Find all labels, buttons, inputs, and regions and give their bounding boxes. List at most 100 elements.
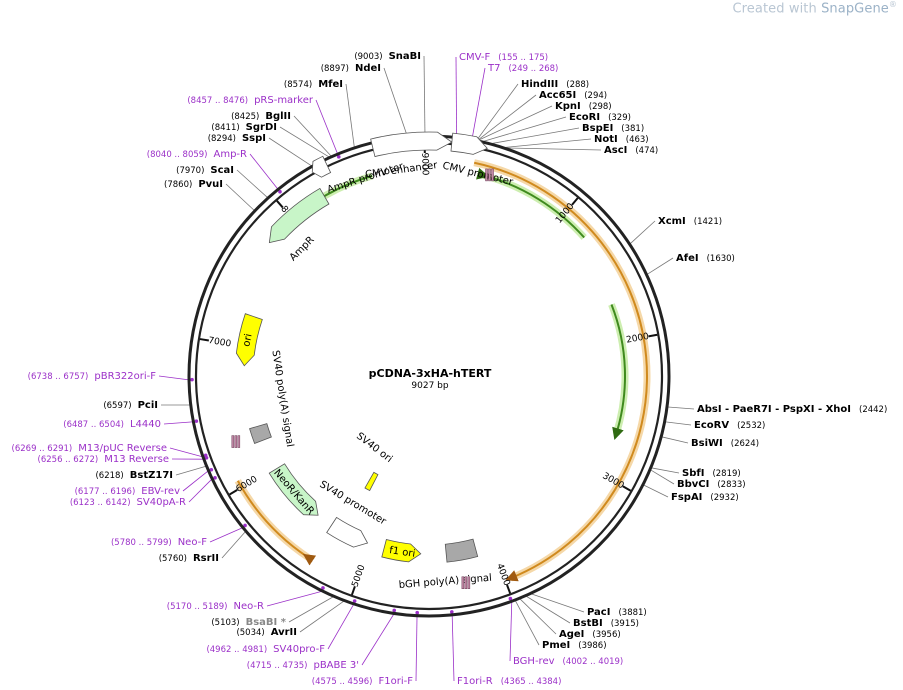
tick-label: 4000 [494,562,511,587]
site-position: (1421) [694,217,722,227]
site-name: BbvCI [677,479,709,490]
site-position: (2819) [712,469,740,479]
site-name: AbsI - PaeR7I - PspXI - XhoI [697,404,851,415]
primer-leader [188,479,212,503]
tag-glyph [461,576,465,589]
site-name: MfeI [318,79,343,90]
site-name: PvuI [198,179,223,190]
feature-arc [236,480,317,566]
primer-name: M13/pUC Reverse [78,443,167,454]
site-leader [383,67,408,137]
site-leader [643,484,669,498]
site-position: (1630) [707,254,735,264]
tick-mark [350,586,356,596]
feature-block [370,131,453,158]
site-leader [478,105,553,141]
feature-block [364,471,379,492]
tag-glyph [464,576,468,589]
site-leader [288,596,334,623]
primer-leader [361,614,394,666]
primer-leader [209,527,243,543]
site-name: NdeI [355,63,381,74]
primer-leader [169,447,203,458]
primer-range: (6177 .. 6196) [75,487,136,497]
primer-leader [415,616,418,682]
feature-label: SV40 ori [354,431,394,465]
primer-mark [194,419,199,423]
site-name: BspEI [582,123,613,134]
feature-block [381,539,422,563]
feature-arc [476,167,585,239]
site-leader [662,436,689,444]
primer-range: (8457 .. 8476) [187,96,248,106]
site-position: (8425) [231,112,259,122]
primer-leader [249,153,278,189]
primer-range: (4002 .. 4019) [563,657,624,667]
site-position: (294) [584,91,607,101]
site-leader [647,257,674,275]
site-leader [531,593,585,613]
primer-range: (6123 .. 6142) [70,498,131,508]
site-name: EcoRV [694,420,729,431]
site-position: (8411) [211,123,239,133]
site-position: (5760) [159,554,187,564]
site-name: AfeI [676,253,699,264]
feature-block [235,313,263,367]
primer-mark [336,155,341,159]
primer-range: (6738 .. 6757) [28,372,89,382]
label-leaders [158,55,695,682]
site-leader [492,127,580,144]
tick-mark [199,338,210,342]
site-position: (3881) [618,608,646,618]
site-name: HindIII [521,79,558,90]
feature-label: AmpR [288,234,317,263]
site-name: SgrDI [246,122,277,133]
site-name: RsrII [193,553,219,564]
site-name: EcoRI [569,112,600,123]
primer-mark [321,586,325,590]
primer-mark [392,608,397,613]
site-leader [423,55,426,136]
site-name: AgeI [559,629,584,640]
site-name: BglII [265,111,291,122]
primer-name: SV40pro-F [273,644,325,655]
feature-label: AmpR promoter [326,161,406,196]
site-position: (6597) [103,401,131,411]
site-leader [630,220,656,244]
site-name: XcmI [658,216,686,227]
primer-mark [213,476,217,480]
site-position: (2442) [859,405,887,415]
site-position: (8897) [321,64,349,74]
primer-leader [509,602,513,662]
site-leader [651,467,680,474]
site-position: (2932) [710,493,738,503]
primer-range: (4365 .. 4384) [501,677,562,687]
site-leader [477,94,537,141]
primer-range: (6256 .. 6272) [38,455,99,465]
site-leader [507,147,602,151]
tag-glyph [491,168,494,182]
watermark-brand: SnapGene [821,1,889,17]
primer-range: (6487 .. 6504) [63,420,124,430]
primer-mark [450,610,454,614]
feature-block [444,538,479,563]
primer-leader [163,421,193,425]
site-position: (298) [589,102,612,112]
tick-label: 5000 [351,563,368,588]
primer-mark [508,596,513,601]
site-position: (2833) [717,480,745,490]
tick-mark [506,584,512,594]
feature-arcs [234,159,651,582]
primer-name: F1ori-F [379,676,414,687]
site-position: (474) [635,146,658,156]
site-leader [225,183,255,211]
site-leader [515,600,540,646]
site-leader [476,83,519,141]
primer-mark [204,455,209,460]
snapgene-watermark: Created with SnapGene® [732,0,897,16]
tick-mark [276,200,284,209]
tick-mark [229,489,238,496]
tag-glyph [231,435,235,448]
primer-name: pBABE 3' [313,660,359,671]
site-position: (3956) [592,630,620,640]
